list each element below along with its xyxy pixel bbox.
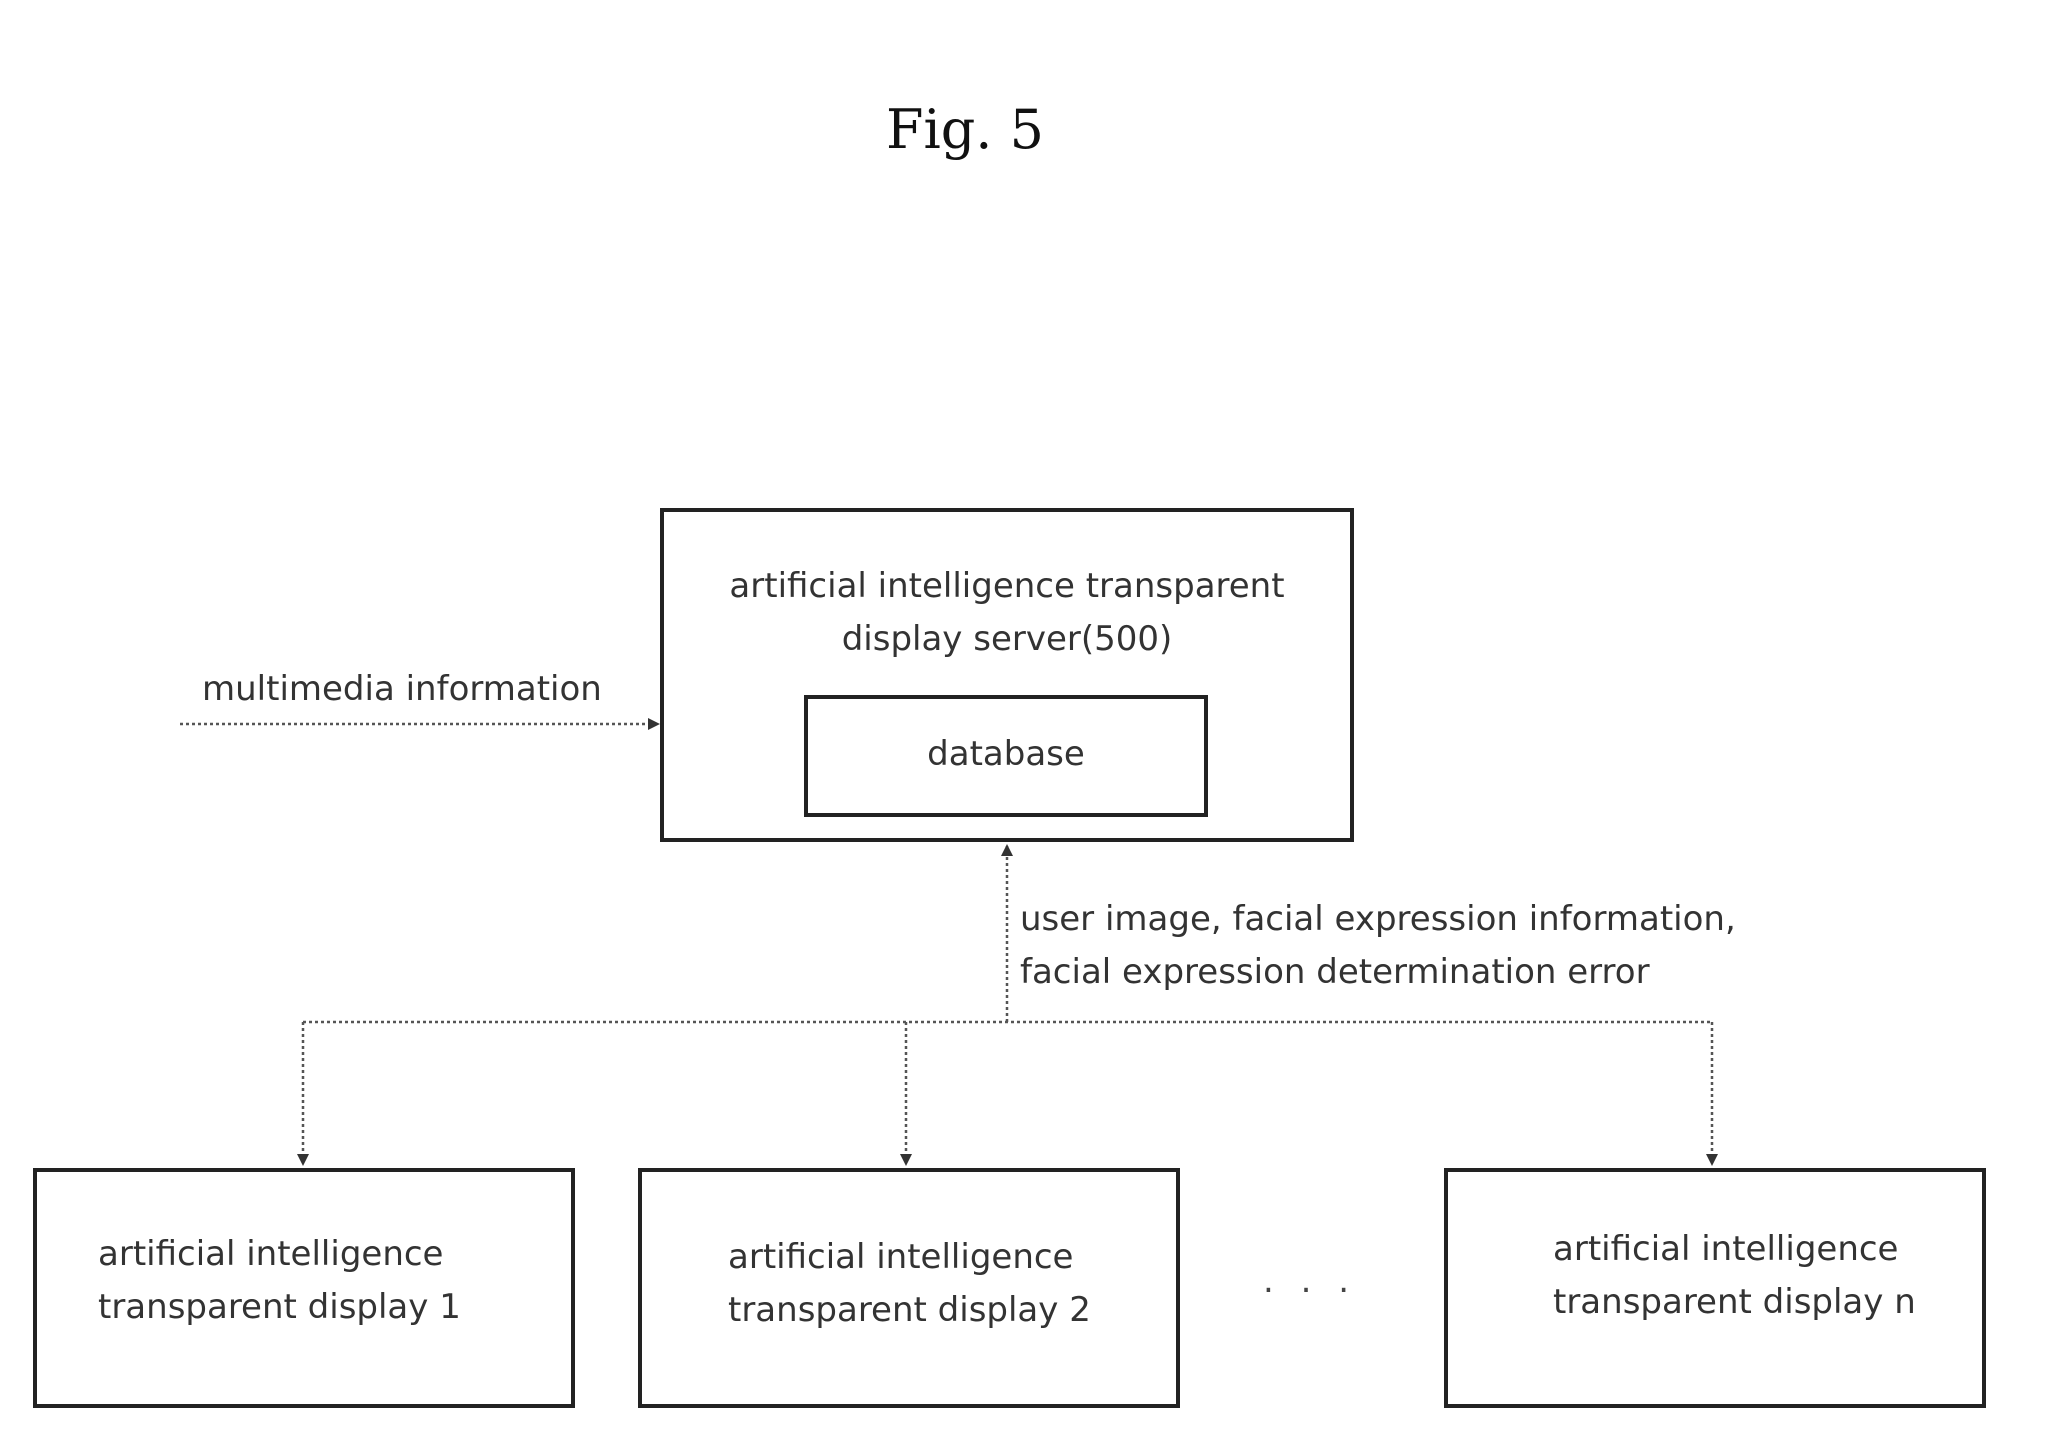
ellipsis: . . . xyxy=(1263,1261,1357,1301)
database-node: database xyxy=(806,697,1206,815)
display-box-2 xyxy=(640,1170,1178,1406)
uplink: user image, facial expression informatio… xyxy=(1007,846,1736,1022)
uplink-label-line1: user image, facial expression informatio… xyxy=(1020,899,1736,939)
display-n-line2: transparent display n xyxy=(1553,1282,1916,1322)
uplink-label-line2: facial expression determination error xyxy=(1020,952,1650,992)
display-node-2: artificial intelligence transparent disp… xyxy=(640,1170,1178,1406)
display-2-line1: artificial intelligence xyxy=(728,1237,1073,1277)
display-1-line2: transparent display 1 xyxy=(98,1287,461,1327)
server-title-line2: display server(500) xyxy=(842,619,1173,659)
display-n-line1: artificial intelligence xyxy=(1553,1229,1898,1269)
multimedia-label: multimedia information xyxy=(202,669,602,709)
server-node: artificial intelligence transparent disp… xyxy=(662,510,1352,840)
display-node-n: artificial intelligence transparent disp… xyxy=(1446,1170,1984,1406)
server-title-line1: artificial intelligence transparent xyxy=(729,566,1284,606)
figure-title: Fig. 5 xyxy=(886,98,1044,161)
display-node-1: artificial intelligence transparent disp… xyxy=(35,1170,573,1406)
multimedia-input: multimedia information xyxy=(180,669,658,724)
display-1-line1: artificial intelligence xyxy=(98,1234,443,1274)
database-label: database xyxy=(927,734,1085,774)
display-2-line2: transparent display 2 xyxy=(728,1290,1091,1330)
